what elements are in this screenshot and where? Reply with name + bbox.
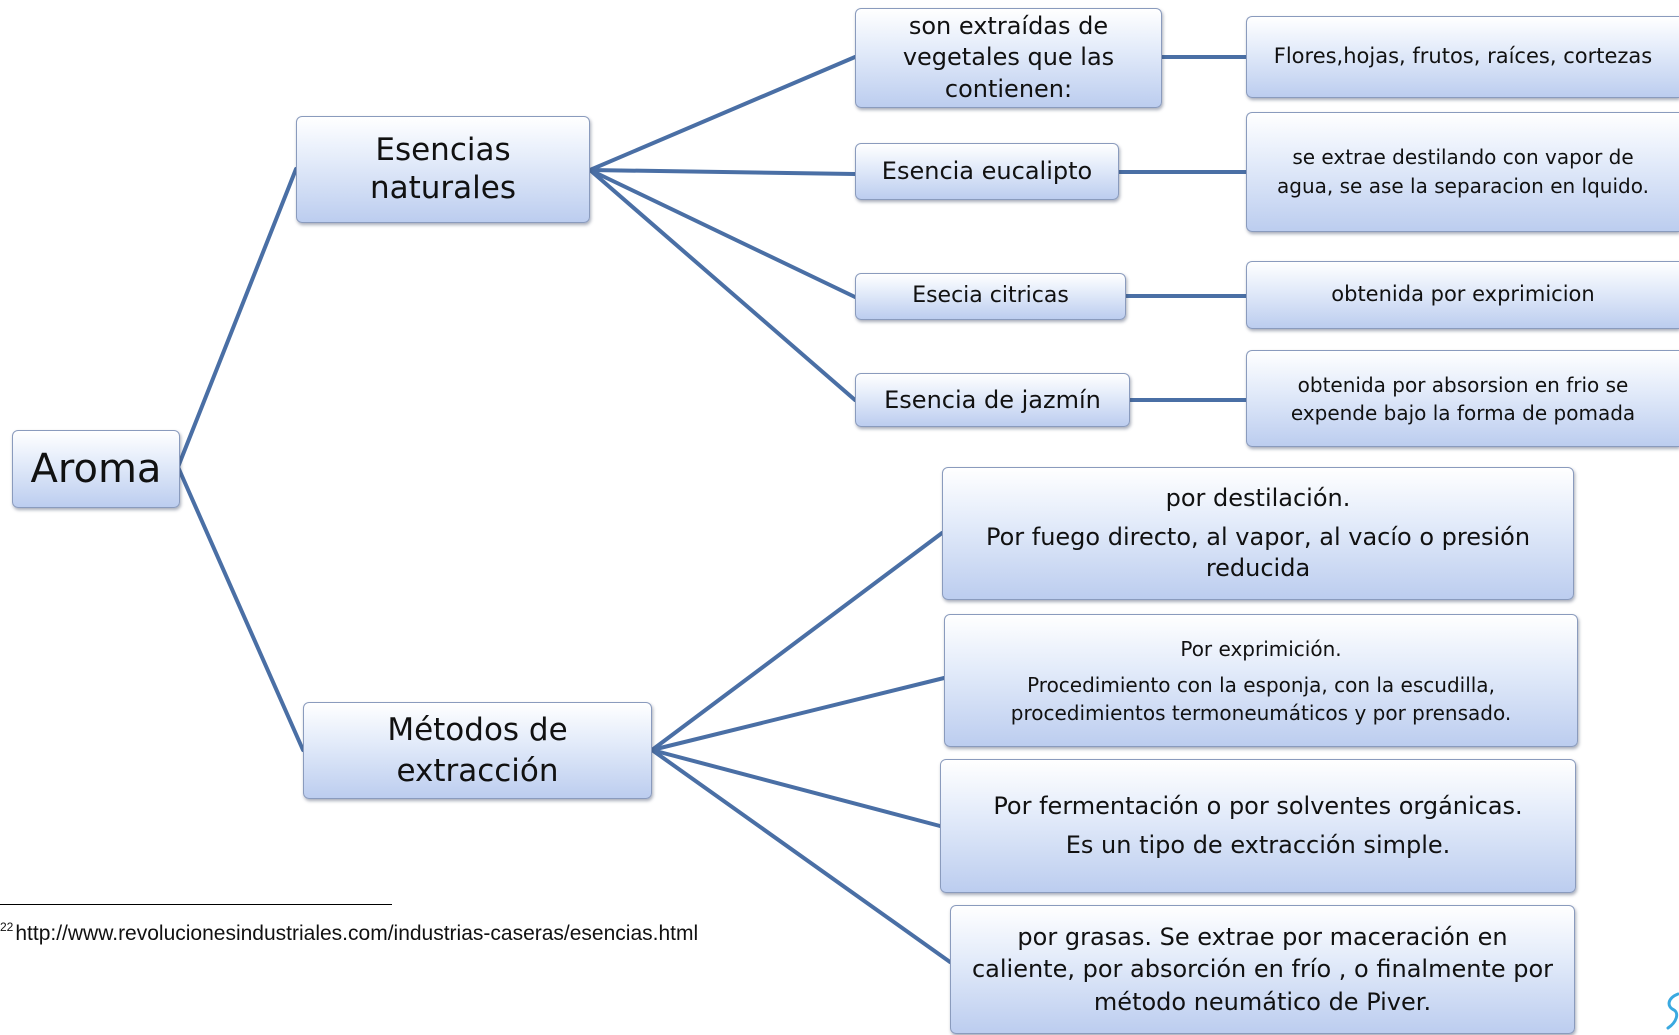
eucalyptus-node: Esencia eucalipto	[855, 143, 1119, 200]
expression-text-line1: Procedimiento con la esponja, con la esc…	[1027, 672, 1495, 697]
fats-line2: caliente, por absorción en frío , o fina…	[971, 955, 1554, 984]
eucalyptus-detail-line2: agua, se ase la separacion en lquido.	[1277, 174, 1649, 198]
citrus-detail-node: obtenida por exprimicion	[1246, 261, 1679, 329]
distillation-text-line1: Por fuego directo, al vapor, al vacío o …	[985, 522, 1531, 551]
expression-title: Por exprimición.	[1180, 636, 1342, 661]
distillation-title: por destilación.	[1165, 483, 1351, 512]
expression-text-line2: procedimientos termoneumáticos y por pre…	[1010, 700, 1512, 725]
branch-methods-line2: extracción	[396, 752, 559, 789]
eucalyptus-detail-node: se extrae destilando con vapor de agua, …	[1246, 112, 1679, 232]
root-node-aroma: Aroma	[12, 430, 180, 508]
fermentation-line2: Es un tipo de extracción simple.	[1065, 831, 1451, 859]
footnote-url: http://www.revolucionesindustriales.com/…	[15, 922, 699, 945]
footnote: 22http://www.revolucionesindustriales.co…	[0, 920, 698, 946]
connector-natural-eucalyptus	[588, 168, 857, 176]
method-fats-node: por grasas. Se extrae por maceración en …	[950, 905, 1575, 1034]
corner-mark-icon	[1666, 992, 1679, 1030]
connector-methods-fermentation	[650, 748, 942, 828]
citrus-detail: obtenida por exprimicion	[1331, 282, 1595, 307]
connector-methods-distillation	[650, 531, 944, 752]
jasmine-detail-line2: expende bajo la forma de pomada	[1290, 400, 1636, 425]
natural-source-line3: contienen:	[944, 74, 1073, 103]
jasmine-detail-line1: obtenida por absorsion en frio se	[1297, 372, 1629, 397]
citrus-label: Esecia citricas	[912, 283, 1069, 309]
method-distillation-node: por destilación. Por fuego directo, al v…	[942, 467, 1574, 600]
natural-source-line2: vegetales que las	[902, 43, 1115, 72]
method-expression-node: Por exprimición. Procedimiento con la es…	[944, 614, 1578, 747]
footnote-divider	[0, 904, 392, 905]
branch-node-natural-essences: Esencias naturales	[296, 116, 590, 223]
connector-natural-source	[588, 55, 857, 172]
connector-methods-fats	[650, 748, 952, 964]
fermentation-line1: Por fermentación o por solventes orgánic…	[993, 791, 1523, 820]
natural-source-line1: son extraídas de	[908, 12, 1109, 41]
connector-root-natural	[176, 167, 298, 469]
jasmine-detail-node: obtenida por absorsion en frio se expend…	[1246, 350, 1679, 447]
footnote-number: 22	[0, 920, 14, 934]
natural-source-detail-node: Flores,hojas, frutos, raíces, cortezas	[1246, 16, 1679, 98]
eucalyptus-detail-line1: se extrae destilando con vapor de	[1292, 145, 1634, 169]
branch-natural-label: Esencias naturales	[369, 132, 517, 206]
natural-source-detail: Flores,hojas, frutos, raíces, cortezas	[1273, 44, 1653, 69]
fats-line1: por grasas. Se extrae por maceración en	[1017, 922, 1508, 951]
branch-node-extraction-methods: Métodos de extracción	[303, 702, 652, 799]
natural-source-node: son extraídas de vegetales que las conti…	[855, 8, 1162, 108]
connector-natural-citrus	[588, 168, 857, 299]
eucalyptus-label: Esencia eucalipto	[881, 157, 1093, 186]
citrus-node: Esecia citricas	[855, 273, 1126, 320]
connector-root-methods	[176, 465, 305, 752]
distillation-text-line2: reducida	[1205, 554, 1311, 583]
connector-natural-jasmine	[588, 168, 857, 402]
root-label: Aroma	[30, 446, 162, 492]
fats-line3: método neumático de Piver.	[1093, 987, 1432, 1016]
branch-methods-line1: Métodos de	[387, 712, 568, 749]
jasmine-label: Esencia de jazmín	[884, 385, 1101, 414]
jasmine-node: Esencia de jazmín	[855, 373, 1130, 427]
method-fermentation-node: Por fermentación o por solventes orgánic…	[940, 759, 1576, 893]
connector-methods-expression	[650, 676, 946, 752]
